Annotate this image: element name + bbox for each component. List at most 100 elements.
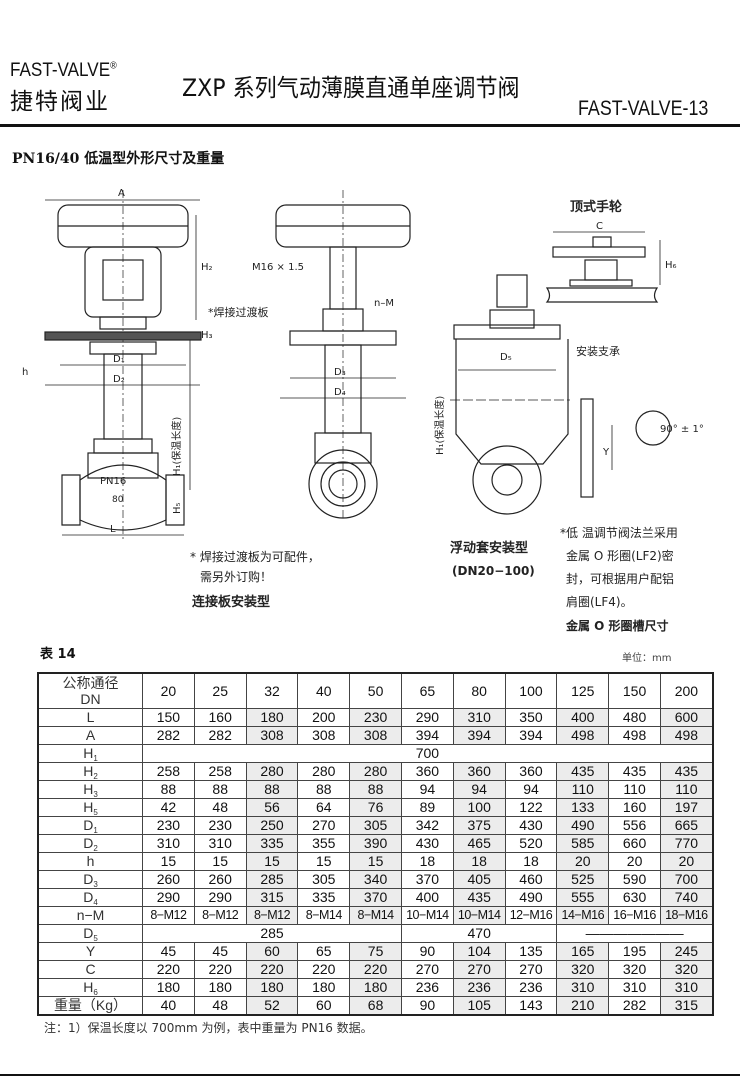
table-cell: 310 [142,834,195,853]
row-label-text: H [83,745,94,762]
table-cell: 160 [608,798,661,817]
table-cell: 143 [504,996,558,1016]
table-cell: 600 [659,708,714,727]
row-label-subscript: 6 [93,988,98,997]
dn-header: 32 [245,672,299,709]
brand-name-cn: 捷特阀业 [10,89,110,115]
table-cell: 280 [245,762,299,781]
table-cell: 305 [297,870,351,889]
table-cell: 16−M16 [608,906,661,925]
table-cell: 340 [349,870,402,889]
dim-H1: H₁(保温长度) [170,417,183,476]
row-label-subscript: 1 [93,826,98,835]
table-cell: 555 [556,888,610,907]
table-cell: ——————— [556,924,714,943]
table-cell: 10−M14 [400,906,454,925]
row-label: D4 [37,888,143,907]
table-cell: 270 [504,960,558,979]
body-pn-mark: PN16 [100,476,126,487]
body-dn-mark: 80 [112,495,124,505]
row-label-subscript: 3 [93,790,98,799]
table-cell: 498 [659,726,714,745]
table-cell: 665 [659,816,714,835]
table-cell: 270 [400,960,454,979]
table-cell: 394 [504,726,558,745]
table-cell: 305 [349,816,402,835]
table-cell: 65 [297,942,351,961]
table-cell: 94 [400,780,454,799]
table-cell: 258 [193,762,247,781]
dn-header: 125 [556,672,610,709]
row-label: 重量（Kg） [37,996,143,1016]
table-cell: 15 [245,852,299,871]
table-cell: 315 [245,888,299,907]
dim-A: A [118,188,125,199]
table-cell: 405 [452,870,506,889]
oring-note-3: 封，可根据用户配铝 [566,571,674,586]
row-label: D5 [37,924,143,943]
table-cell: 45 [193,942,247,961]
table-cell: 104 [452,942,506,961]
table-cell: 230 [349,708,402,727]
row-label-text: Y [85,943,96,960]
table-cell: 94 [504,780,558,799]
table-cell: 315 [659,996,714,1016]
dim-L: L [110,524,116,535]
row-label-subscript: 2 [93,844,98,853]
table-cell: 350 [504,708,558,727]
table-cell: 370 [349,888,402,907]
valve-drawings: A H₂ H₃ *焊接过渡板 h D₁ D₂ H₁(保温长度) H₅ PN16 … [22,188,704,633]
support-label: 安装支承 [576,344,620,358]
table-cell: 370 [400,870,454,889]
table-cell: 122 [504,798,558,817]
table-cell: 480 [608,708,661,727]
table-cell: 20 [659,852,714,871]
table-cell: 220 [349,960,402,979]
plate-mount-caption: 连接板安装型 [192,594,270,610]
dim-D3: D₃ [334,367,346,378]
table-cell: 88 [142,780,195,799]
table-cell: 498 [556,726,610,745]
table-cell: 88 [193,780,247,799]
table-cell: 310 [193,834,247,853]
weld-plate-note: * 焊接过渡板为可配件， [190,549,320,564]
table-cell: 94 [452,780,506,799]
dim-H2: H₂ [201,262,213,273]
table-cell: 290 [193,888,247,907]
float-mount-drawing: M16 × 1.5 n–M D₃ D₄ [252,190,411,520]
table-cell: 90 [400,996,454,1016]
table-cell: 180 [349,978,402,997]
table-cell: 8−M12 [245,906,299,925]
table-cell: 89 [400,798,454,817]
table-cell: 520 [504,834,558,853]
dim-h: h [22,367,28,378]
dim-Y: Y [602,447,610,458]
row-label-text: D [83,925,94,942]
row-label-text: A [85,727,96,744]
table-cell: 335 [245,834,299,853]
table-cell: 60 [245,942,299,961]
table-cell: 556 [608,816,661,835]
dim-D1: D₁ [113,354,125,365]
table-cell: 435 [556,762,610,781]
dim-H1-jacket: H₁(保温长度) [433,396,446,455]
table-cell: 465 [452,834,506,853]
row-label-subscript: 3 [93,880,98,889]
table-label: 表 14 [40,647,76,662]
table-cell: 133 [556,798,610,817]
table-cell: 342 [400,816,454,835]
row-label-subscript: 5 [93,808,98,817]
row-label: H6 [37,978,143,997]
handwheel-drawing: 顶式手轮 C H₆ [545,199,677,303]
header-label-dn: DN [80,691,101,707]
row-label: L [37,708,143,727]
table-cell: 258 [142,762,195,781]
table-cell: 320 [556,960,610,979]
table-cell: 285 [142,924,402,943]
table-cell: 60 [297,996,351,1016]
table-cell: 360 [504,762,558,781]
